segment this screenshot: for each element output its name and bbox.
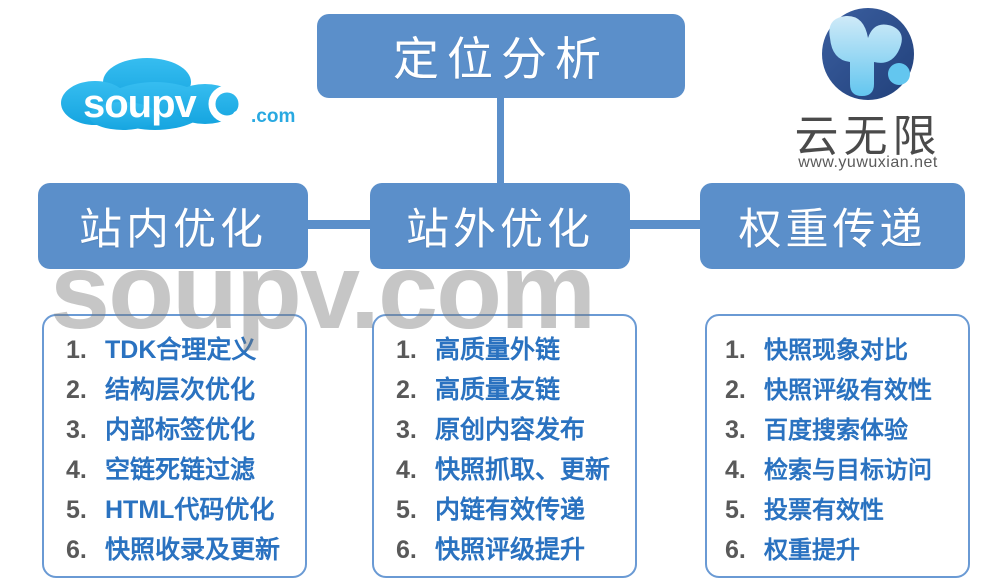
list-item-label: 检索与目标访问 bbox=[764, 457, 932, 484]
list-item-number: 4. bbox=[66, 456, 87, 484]
list-item: 5. HTML代码优化 bbox=[44, 490, 305, 530]
list-item: 3. 百度搜索体验 bbox=[707, 410, 968, 450]
list-item-number: 6. bbox=[66, 536, 87, 564]
list-item: 5. 内链有效传递 bbox=[374, 490, 635, 530]
node-positioning-analysis: 定位分析 bbox=[317, 14, 685, 98]
list-item-label: 快照收录及更新 bbox=[105, 536, 281, 564]
list-item: 6. 权重提升 bbox=[707, 530, 968, 570]
list-item-label: HTML代码优化 bbox=[105, 496, 275, 524]
logo-soupv-suffix: .com bbox=[251, 106, 296, 127]
list-item: 3. 原创内容发布 bbox=[374, 410, 635, 450]
list-item-label: 快照现象对比 bbox=[764, 337, 908, 364]
node-weight-transfer: 权重传递 bbox=[700, 183, 965, 269]
node-left-label: 站内优化 bbox=[79, 206, 267, 254]
node-right-label: 权重传递 bbox=[738, 206, 927, 254]
list-item-number: 5. bbox=[66, 496, 87, 524]
list-item-number: 1. bbox=[725, 336, 746, 364]
logo-yuwuxian-url: www.yuwuxian.net bbox=[798, 154, 938, 171]
circle-y-emblem-icon bbox=[822, 8, 914, 100]
list-item-label: TDK合理定义 bbox=[105, 336, 257, 364]
logo-soupv-wordmark: soupv bbox=[83, 82, 197, 126]
list-item-label: 快照评级提升 bbox=[435, 536, 586, 564]
list-item: 5. 投票有效性 bbox=[707, 490, 968, 530]
list-offsite-optimization: 1. 高质量外链 2. 高质量友链 3. 原创内容发布 4. 快照抓取、更新 5. 内链有… bbox=[374, 330, 635, 570]
panel-onsite-optimization: 1. TDK合理定义 2. 结构层次优化 3. 内部标签优化 4. 空链死链过滤 5. H… bbox=[42, 314, 307, 578]
list-item-label: 快照评级有效性 bbox=[764, 377, 932, 404]
list-item-number: 5. bbox=[396, 496, 417, 524]
list-item-number: 4. bbox=[725, 456, 746, 484]
list-onsite-optimization: 1. TDK合理定义 2. 结构层次优化 3. 内部标签优化 4. 空链死链过滤 5. H… bbox=[44, 330, 305, 570]
list-item-label: 权重提升 bbox=[764, 537, 860, 564]
logo-yuwuxian: 云无限 www.yuwuxian.net bbox=[748, 4, 988, 182]
list-item-label: 百度搜索体验 bbox=[764, 417, 908, 444]
panel-weight-transfer: 1. 快照现象对比 2. 快照评级有效性 3. 百度搜索体验 4. 检索与目标访问 5.… bbox=[705, 314, 970, 578]
list-item: 1. TDK合理定义 bbox=[44, 330, 305, 370]
list-item-number: 3. bbox=[396, 416, 417, 444]
list-item: 2. 结构层次优化 bbox=[44, 370, 305, 410]
panel-offsite-optimization: 1. 高质量外链 2. 高质量友链 3. 原创内容发布 4. 快照抓取、更新 5. 内链有… bbox=[372, 314, 637, 578]
list-item: 4. 检索与目标访问 bbox=[707, 450, 968, 490]
list-item-label: 内链有效传递 bbox=[435, 496, 586, 524]
list-item-label: 空链死链过滤 bbox=[105, 456, 256, 484]
list-item-label: 投票有效性 bbox=[764, 497, 884, 524]
list-item-label: 原创内容发布 bbox=[435, 416, 586, 444]
list-item-label: 内部标签优化 bbox=[105, 416, 256, 444]
list-item-number: 3. bbox=[725, 416, 746, 444]
list-item-number: 6. bbox=[725, 536, 746, 564]
list-item: 4. 空链死链过滤 bbox=[44, 450, 305, 490]
node-mid-label: 站外优化 bbox=[406, 206, 594, 254]
list-item-number: 6. bbox=[396, 536, 417, 564]
cloud-search-icon bbox=[61, 58, 253, 132]
list-item-number: 4. bbox=[396, 456, 417, 484]
list-item-number: 5. bbox=[725, 496, 746, 524]
list-item-number: 2. bbox=[396, 376, 417, 404]
list-item: 1. 快照现象对比 bbox=[707, 330, 968, 370]
list-item-number: 1. bbox=[66, 336, 87, 364]
list-item-number: 2. bbox=[725, 376, 746, 404]
connector-top-to-middle bbox=[497, 96, 504, 190]
list-item: 2. 高质量友链 bbox=[374, 370, 635, 410]
list-item-number: 3. bbox=[66, 416, 87, 444]
list-item: 4. 快照抓取、更新 bbox=[374, 450, 635, 490]
node-onsite-optimization: 站内优化 bbox=[38, 183, 308, 269]
list-item: 1. 高质量外链 bbox=[374, 330, 635, 370]
list-item: 2. 快照评级有效性 bbox=[707, 370, 968, 410]
node-top-label: 定位分析 bbox=[393, 33, 609, 85]
list-item-label: 高质量外链 bbox=[435, 336, 561, 364]
list-item-label: 快照抓取、更新 bbox=[435, 456, 611, 484]
list-weight-transfer: 1. 快照现象对比 2. 快照评级有效性 3. 百度搜索体验 4. 检索与目标访问 5.… bbox=[707, 330, 968, 570]
list-item: 6. 快照评级提升 bbox=[374, 530, 635, 570]
list-item: 3. 内部标签优化 bbox=[44, 410, 305, 450]
list-item-label: 结构层次优化 bbox=[105, 376, 256, 404]
logo-soupv: soupv .com bbox=[55, 58, 295, 148]
list-item: 6. 快照收录及更新 bbox=[44, 530, 305, 570]
list-item-number: 1. bbox=[396, 336, 417, 364]
list-item-number: 2. bbox=[66, 376, 87, 404]
logo-yuwuxian-brand: 云无限 bbox=[794, 112, 942, 161]
list-item-label: 高质量友链 bbox=[435, 376, 561, 404]
node-offsite-optimization: 站外优化 bbox=[370, 183, 630, 269]
